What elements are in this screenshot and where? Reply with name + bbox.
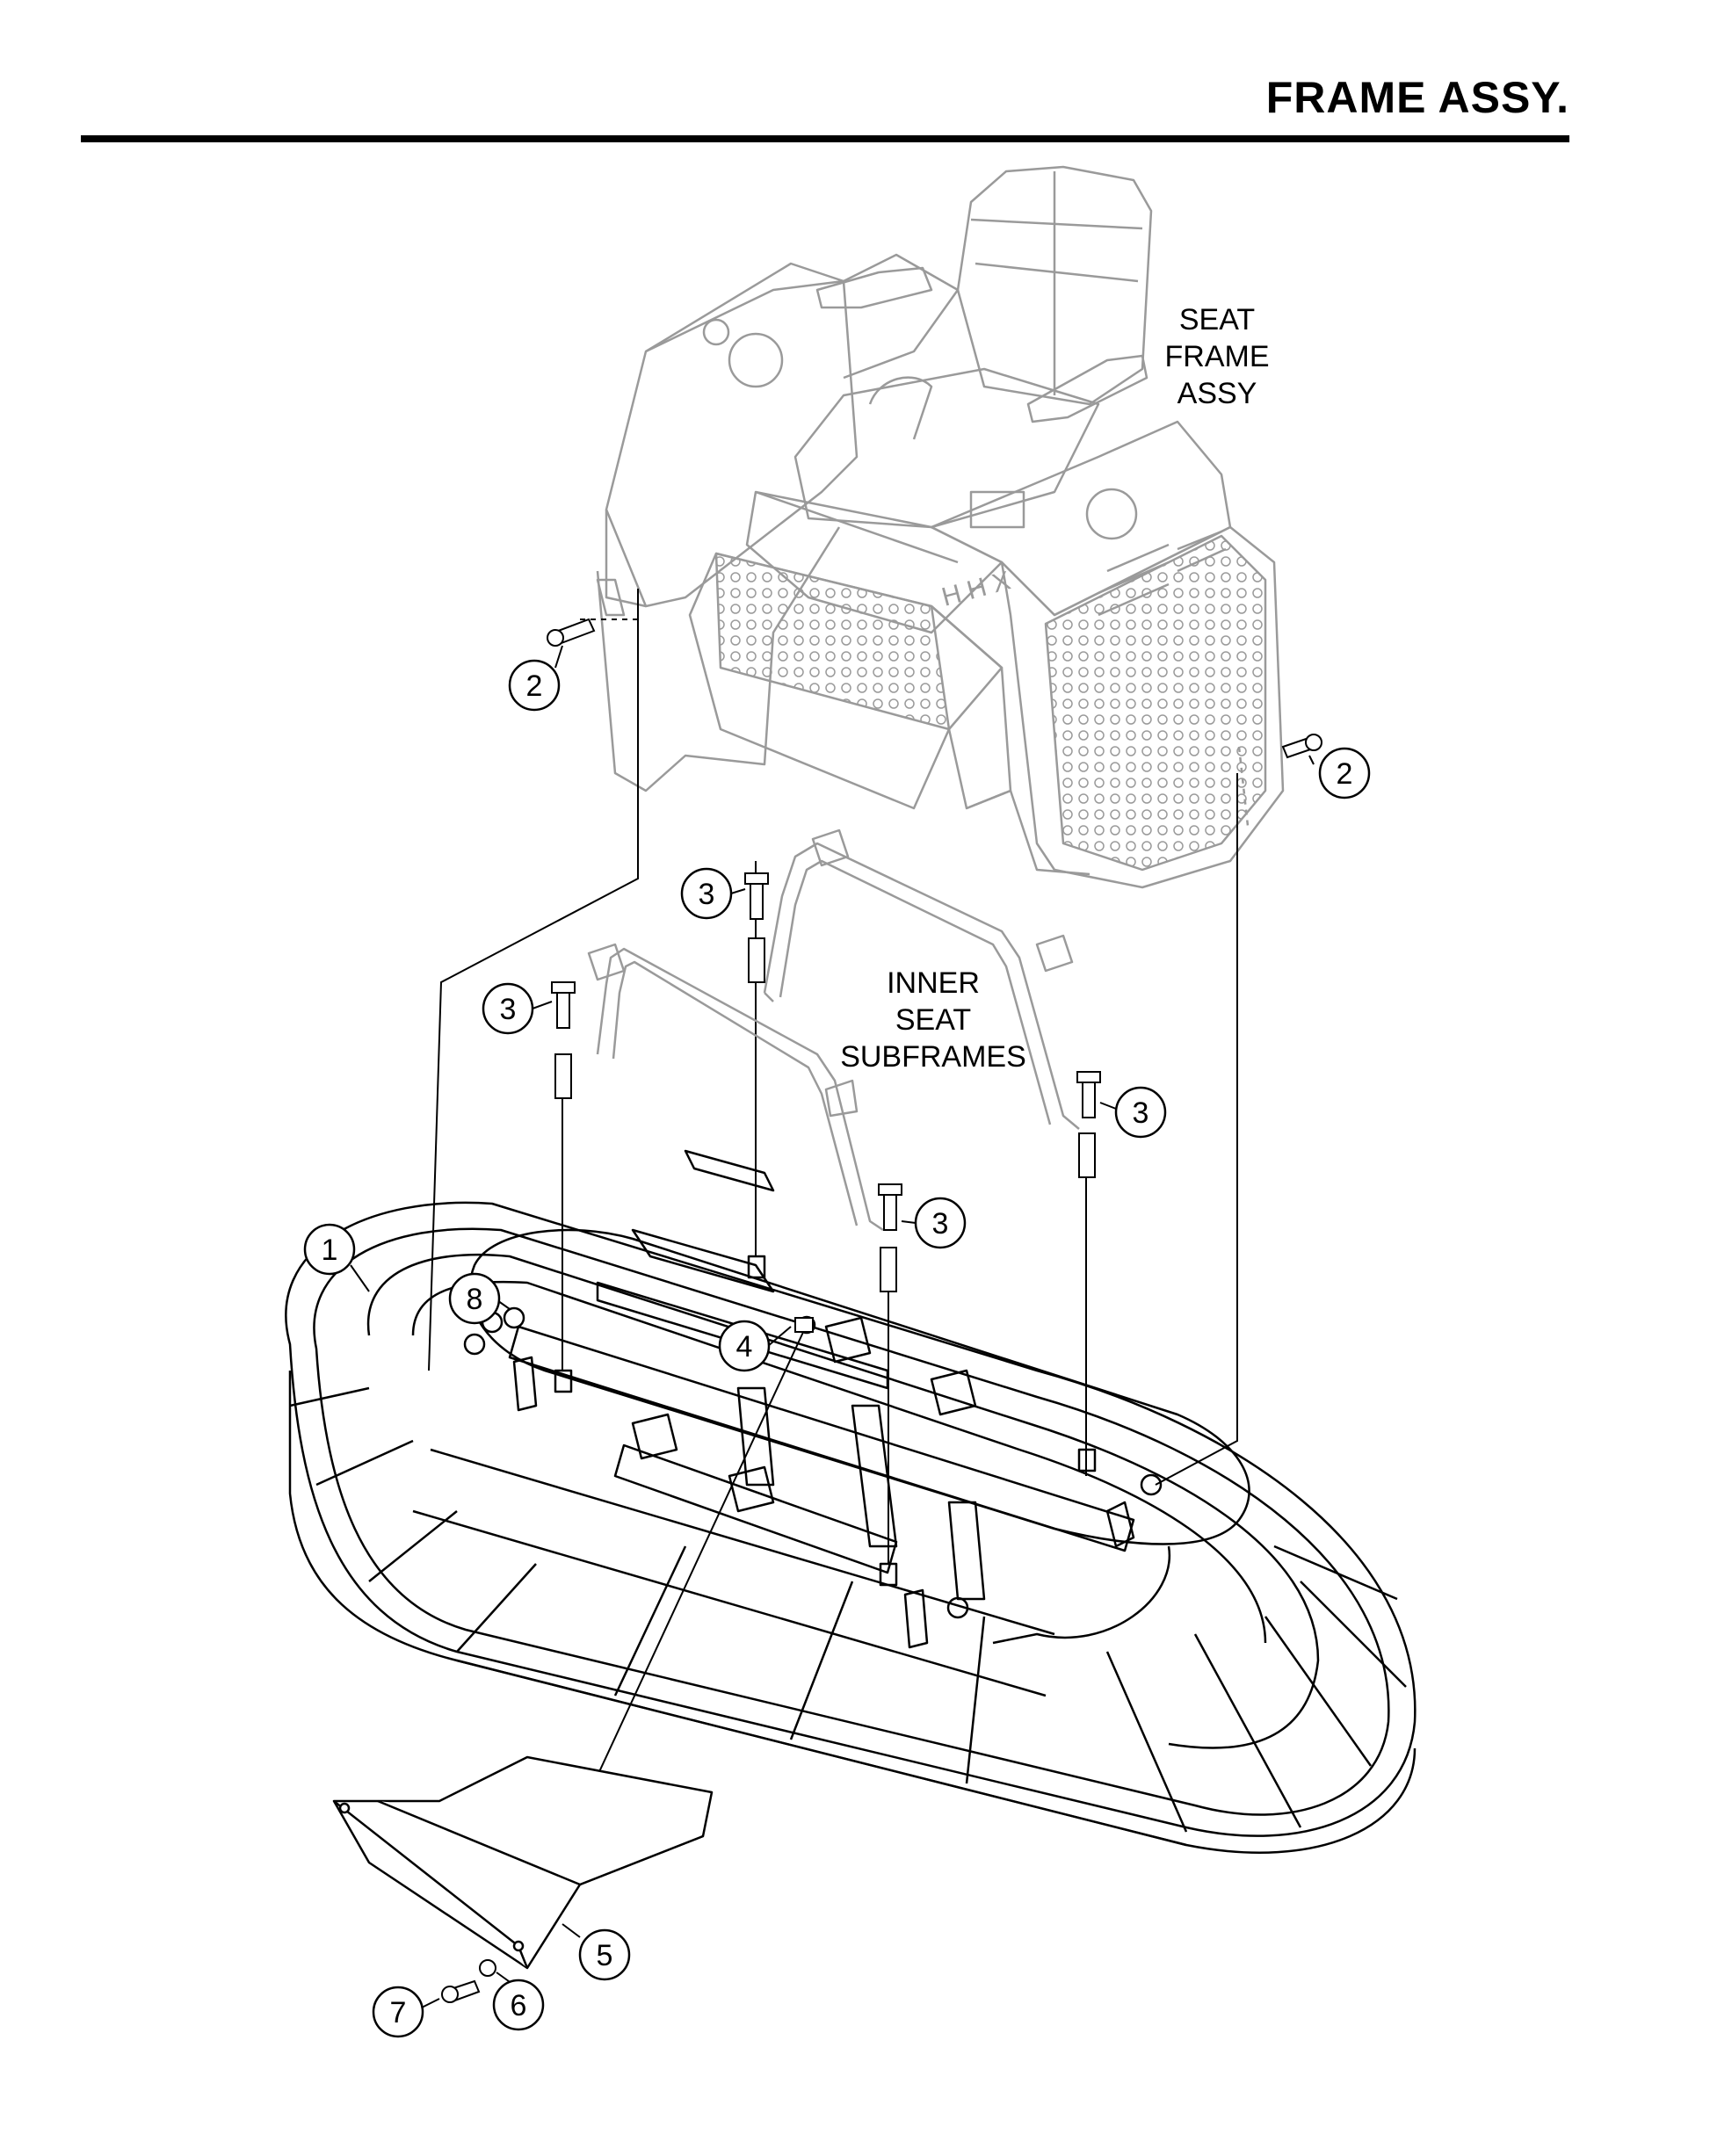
- svg-text:SUBFRAMES: SUBFRAMES: [840, 1040, 1026, 1074]
- svg-text:3: 3: [699, 878, 715, 911]
- label-seat-frame-assy: SEAT FRAME ASSY: [1165, 303, 1270, 410]
- callout-6: 6: [492, 1979, 545, 2031]
- callout-2-right: 2: [1318, 747, 1371, 799]
- svg-text:2: 2: [526, 669, 543, 703]
- seat-frame-assembly: [596, 165, 1285, 889]
- svg-text:3: 3: [500, 993, 517, 1026]
- label-inner-seat-subframes: INNER SEAT SUBFRAMES: [840, 966, 1026, 1074]
- spacer-icon: [554, 937, 1096, 1292]
- page-title: FRAME ASSY.: [1265, 73, 1569, 122]
- callout-2-left: 2: [508, 659, 561, 712]
- svg-text:3: 3: [1133, 1096, 1149, 1130]
- skid-plate: [332, 1755, 714, 1970]
- svg-text:SEAT: SEAT: [1179, 303, 1255, 336]
- callout-8: 8: [448, 1272, 501, 1325]
- washer-6-icon: [479, 1959, 496, 1977]
- title-rule: [81, 135, 1569, 142]
- svg-text:7: 7: [390, 1996, 407, 2029]
- fastener-4-icon: [794, 1317, 814, 1333]
- bolt-3-icon: [551, 872, 1101, 1231]
- svg-text:INNER: INNER: [887, 966, 980, 1000]
- callout-3-d: 3: [914, 1197, 967, 1249]
- callout-leaders: [350, 645, 1315, 2008]
- svg-text:8: 8: [467, 1283, 483, 1316]
- callout-1: 1: [303, 1223, 356, 1276]
- svg-text:4: 4: [736, 1330, 753, 1364]
- svg-text:3: 3: [932, 1207, 949, 1241]
- callout-4: 4: [718, 1320, 771, 1372]
- main-frame-cage: [285, 1149, 1417, 1854]
- svg-text:SEAT: SEAT: [895, 1003, 971, 1037]
- callout-3-c: 3: [1114, 1086, 1167, 1139]
- svg-text:ASSY: ASSY: [1177, 377, 1257, 410]
- bolt-2-icon: [547, 618, 1322, 759]
- svg-text:2: 2: [1337, 757, 1353, 791]
- callout-3-b: 3: [482, 982, 534, 1035]
- callout-5: 5: [578, 1928, 631, 1981]
- svg-text:5: 5: [597, 1939, 613, 1972]
- svg-text:6: 6: [511, 1989, 527, 2022]
- callout-3-a: 3: [680, 867, 733, 920]
- callout-7: 7: [372, 1986, 424, 2038]
- svg-text:1: 1: [322, 1234, 338, 1267]
- inner-seat-subframes: [587, 828, 1080, 1232]
- svg-text:FRAME: FRAME: [1165, 340, 1270, 373]
- bolt-7-icon: [441, 1979, 481, 2003]
